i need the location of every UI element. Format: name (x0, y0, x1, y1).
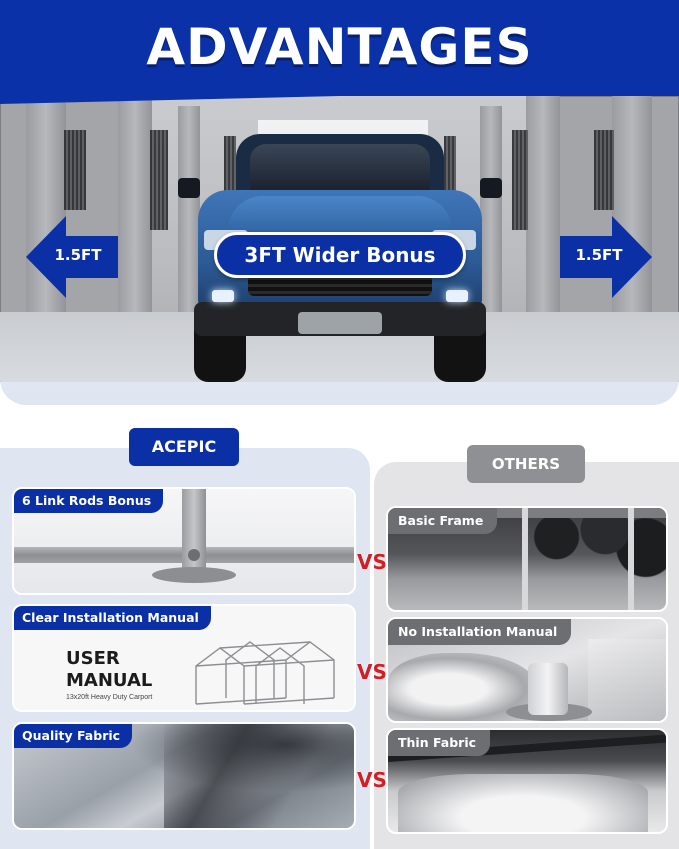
carport-window-mesh (150, 130, 168, 230)
carport-window-mesh (224, 136, 236, 196)
left-width-arrow: 1.5FT (26, 216, 118, 298)
arrow-right-icon (560, 216, 652, 298)
left-width-label: 1.5FT (54, 246, 102, 264)
others-card-thin-fabric: Thin Fabric (386, 728, 668, 834)
carport-window-mesh (594, 130, 614, 210)
others-card-basic-frame: Basic Frame (386, 506, 668, 612)
carport-post (480, 106, 502, 316)
carport-frame-diagram (195, 641, 335, 705)
acepic-tag: ACEPIC (129, 428, 239, 466)
page-title: ADVANTAGES (146, 18, 533, 76)
manual-title: USER MANUAL (66, 648, 153, 691)
carport-window-mesh (512, 130, 528, 230)
others-card-no-manual: No Installation Manual (386, 617, 668, 723)
vs-label: VS (357, 768, 387, 792)
card-label: 6 Link Rods Bonus (14, 489, 164, 513)
card-label: Basic Frame (388, 508, 498, 534)
carport-post (178, 106, 200, 316)
card-label: Clear Installation Manual (14, 606, 211, 630)
vs-label: VS (357, 550, 387, 574)
manual-subtitle: 13x20ft Heavy Duty Carport (66, 694, 153, 701)
carport-window-mesh (64, 130, 86, 210)
others-tag: OTHERS (467, 445, 585, 483)
acepic-card-fabric: Quality Fabric (12, 722, 356, 830)
right-width-arrow: 1.5FT (560, 216, 652, 298)
hero-section: ADVANTAGES 1.5FT 1.5FT 3FT Wider Bonus (0, 0, 679, 405)
vs-label: VS (357, 660, 387, 684)
acepic-card-link-rods: 6 Link Rods Bonus (12, 487, 356, 595)
carport-window-mesh (444, 136, 456, 196)
card-label: No Installation Manual (388, 619, 572, 645)
title-banner (0, 0, 679, 96)
acepic-card-manual: USER MANUAL 13x20ft Heavy Duty Carport C… (12, 604, 356, 712)
card-label: Thin Fabric (388, 730, 491, 756)
arrow-left-icon (26, 216, 118, 298)
wider-bonus-badge: 3FT Wider Bonus (214, 232, 466, 278)
right-width-label: 1.5FT (575, 246, 623, 264)
card-label: Quality Fabric (14, 724, 133, 748)
